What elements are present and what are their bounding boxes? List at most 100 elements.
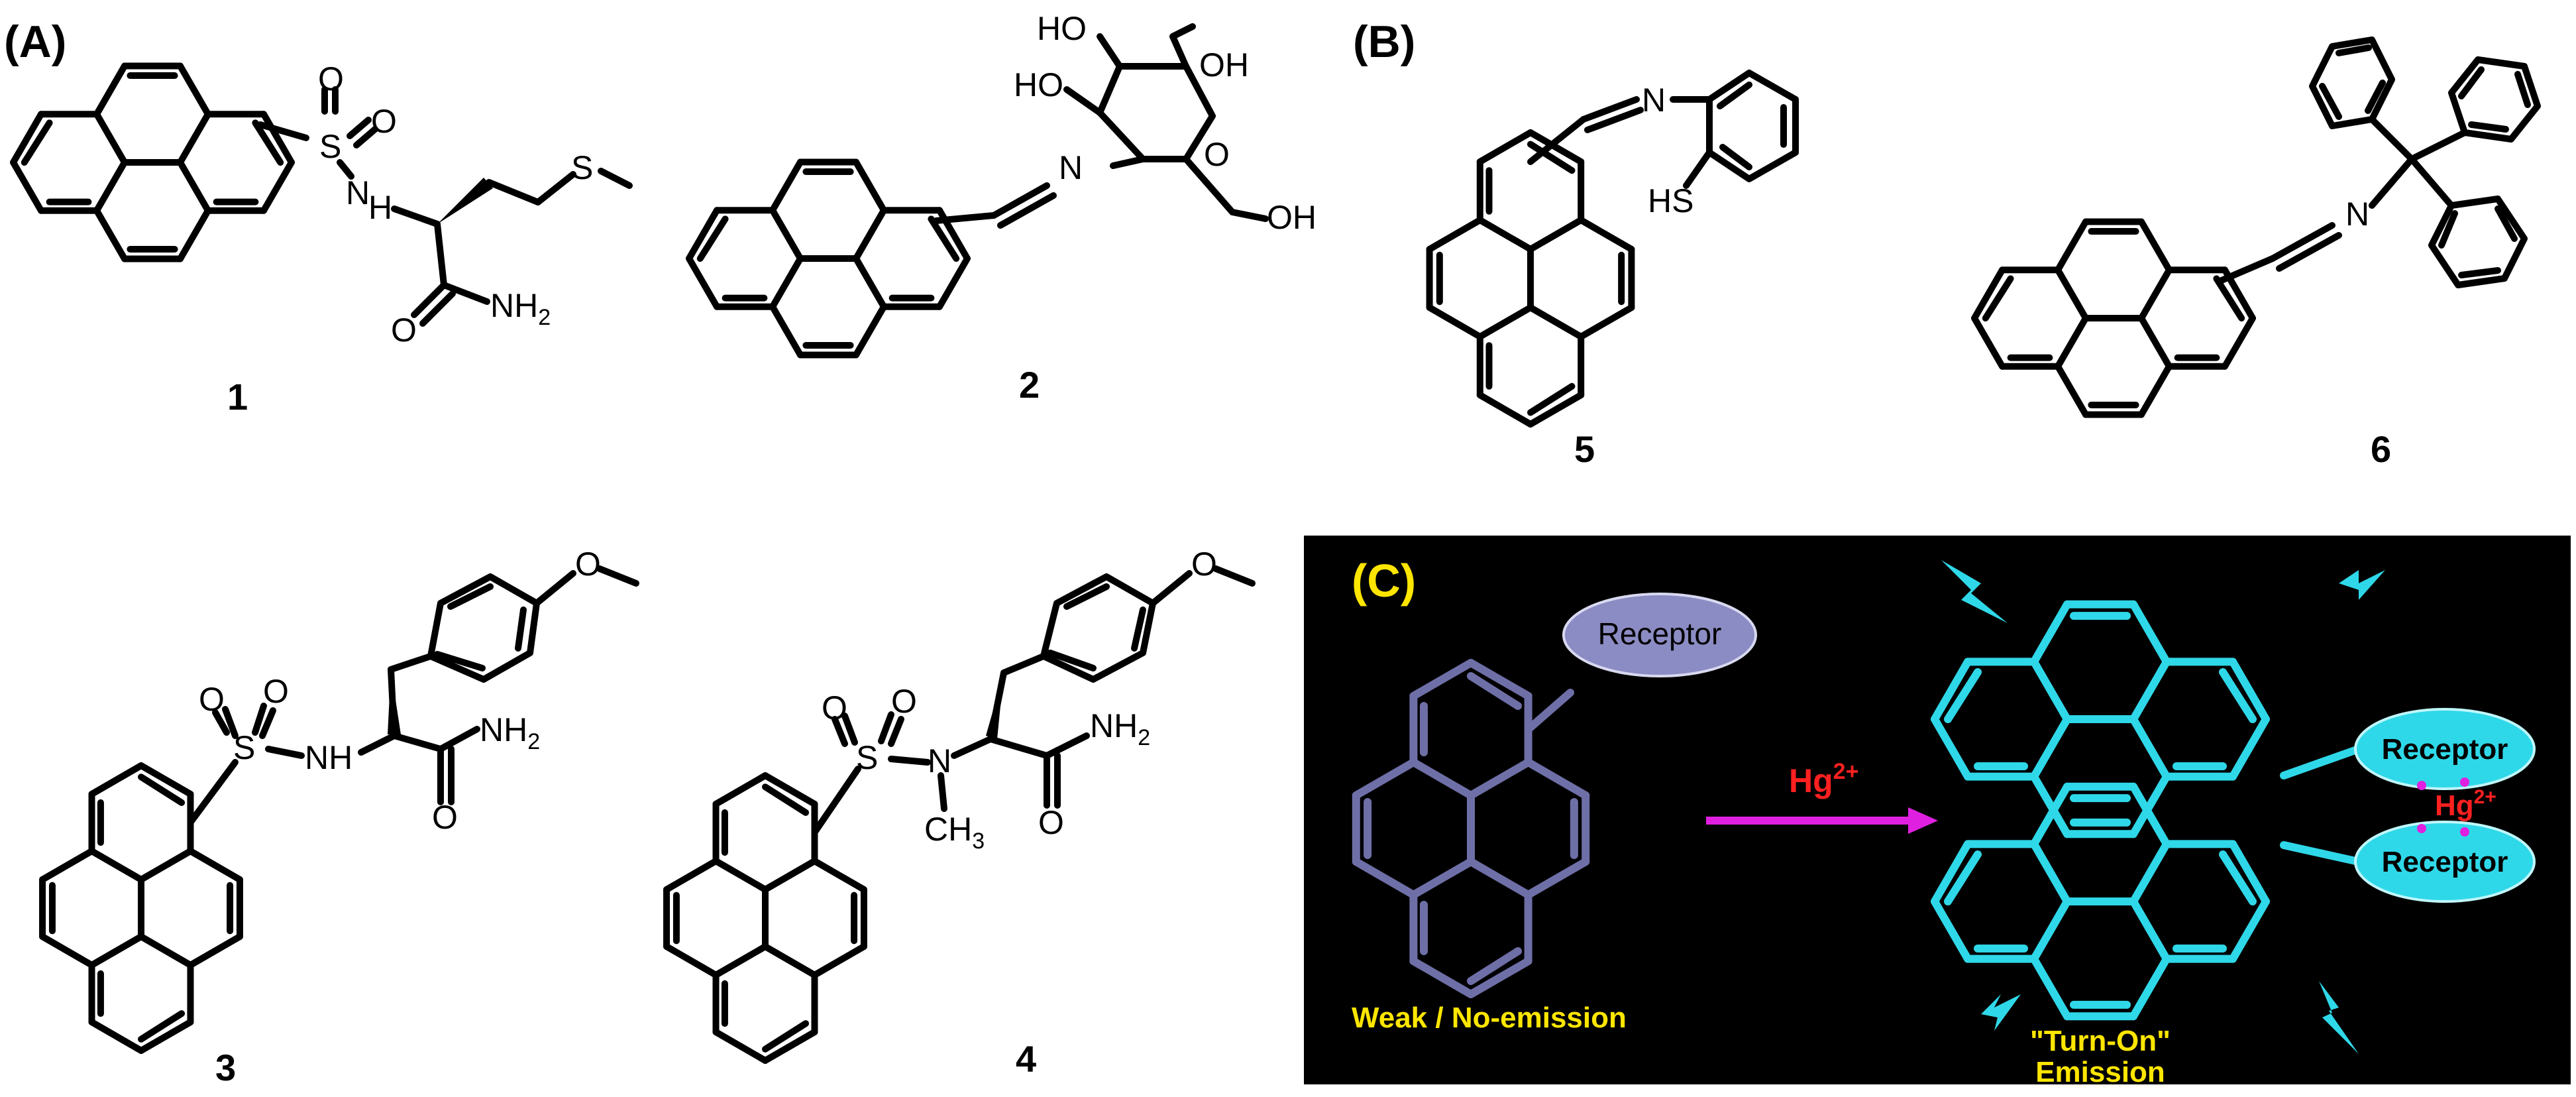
compound-5-structure — [1426, 70, 1799, 428]
turn-on-caption-line2: Emission — [2035, 1056, 2165, 1088]
emission-spark-icons — [1941, 560, 2385, 1054]
atom-nh2-3: NH2 — [480, 711, 540, 754]
atom-n-2: N — [1059, 149, 1083, 186]
ring-double-bond — [762, 783, 810, 816]
ring-bond — [853, 255, 887, 310]
ring-bond — [1352, 758, 1418, 799]
ring-bond — [2055, 266, 2089, 321]
atom-o-4d: O — [1191, 546, 1217, 583]
ring-bond — [177, 159, 211, 214]
turn-on-caption-line1: "Turn-On" — [2030, 1025, 2171, 1057]
ring-bond — [138, 762, 194, 797]
ring-bond — [93, 159, 128, 214]
compound-4-structure — [663, 565, 1256, 1064]
complex-pyrene-dimer — [1931, 600, 2363, 1021]
ring-bond — [686, 207, 720, 262]
ring-bond — [762, 858, 818, 893]
panel-label-c: (C) — [1352, 555, 1416, 606]
ring-bond — [1352, 858, 1418, 899]
binding-arrow — [1706, 807, 1938, 834]
atom-o-1c: O — [391, 312, 417, 349]
receptor-bubble-bottom — [2354, 821, 2536, 903]
ring-bond — [769, 158, 804, 214]
atom-o-1a: O — [318, 60, 344, 97]
ring-bond — [769, 207, 804, 262]
compound-number-3: 3 — [215, 1047, 236, 1088]
free-probe-pyrene — [1352, 659, 1590, 998]
panel-label-b: (B) — [1353, 17, 1415, 67]
ring-double-bond — [2219, 850, 2257, 905]
ring-double-bond — [1527, 141, 1576, 174]
spark-icon — [2339, 570, 2385, 600]
ring-bond — [663, 943, 720, 978]
receptor-label-top: Receptor — [2382, 733, 2508, 766]
ring-bond — [93, 207, 128, 262]
atom-s-3: S — [233, 729, 255, 766]
ring-bond — [138, 1019, 194, 1054]
atom-o-4c: O — [1038, 804, 1064, 841]
ring-bond — [686, 255, 720, 310]
atom-h-1: H — [368, 189, 392, 226]
coordination-dots — [2417, 778, 2469, 837]
ring-bond — [762, 943, 818, 978]
ring-double-bond — [21, 119, 53, 166]
compound-3-structure — [39, 565, 639, 1054]
ring-bond — [1467, 957, 1532, 998]
atom-s-4: S — [856, 739, 878, 776]
receptor-bubble-free — [1562, 593, 1757, 677]
compound-number-2: 2 — [1019, 364, 1040, 406]
hg-ion-label-arrow: Hg2+ — [1789, 759, 1858, 799]
ring-double-bond — [252, 119, 284, 166]
compound-1-structure — [10, 62, 633, 327]
atom-oh-2a: OH — [1199, 46, 1249, 84]
atom-s-1b: S — [571, 149, 593, 186]
ring-bond — [1476, 217, 1534, 253]
ring-bond — [2129, 658, 2171, 723]
atom-n-1: N — [346, 174, 370, 211]
panel-c-background — [1304, 536, 2571, 1084]
ring-bond — [177, 111, 211, 166]
ring-bond — [138, 933, 194, 968]
receptor-label-free: Receptor — [1598, 616, 1722, 651]
ring-bond — [1931, 715, 1972, 781]
ring-bond — [769, 255, 804, 310]
ring-bond — [762, 1029, 818, 1064]
ring-double-bond — [138, 774, 186, 806]
ring-bond — [936, 255, 971, 310]
atom-ho-2a: HO — [1037, 10, 1087, 47]
atom-nh2-4: NH2 — [1090, 707, 1150, 750]
stereo-hash-4 — [986, 673, 1004, 739]
compound-number-6: 6 — [2371, 428, 2391, 470]
spark-icon — [2319, 981, 2359, 1054]
ring-bond — [2055, 218, 2089, 274]
ring-bond — [663, 858, 720, 893]
ring-bond — [88, 848, 144, 883]
stereo-wedge-1 — [437, 178, 493, 224]
atom-o-4a: O — [822, 689, 847, 726]
panel-label-a: (A) — [4, 17, 66, 67]
ring-bond — [2138, 363, 2173, 418]
ring-bond — [1931, 840, 1972, 905]
ring-bond — [187, 933, 243, 968]
atom-hs-5: HS — [1648, 182, 1693, 219]
ring-bond — [2138, 266, 2173, 321]
ring-bond — [1426, 304, 1483, 340]
ring-double-bond — [1982, 275, 2014, 321]
ring-bond — [2222, 315, 2256, 370]
atom-o-1b: O — [371, 103, 397, 140]
panel-c: (C) Receptor Weak / No-emission Hg2+ Rec… — [1304, 536, 2571, 1088]
atom-o-4b: O — [891, 683, 917, 720]
ring-bond — [811, 858, 867, 893]
ring-bond — [1476, 392, 1534, 428]
ring-double-bond — [696, 215, 729, 262]
ring-bond — [1524, 758, 1590, 799]
ring-bond — [1426, 217, 1483, 253]
ring-bond — [712, 858, 769, 893]
ring-bond — [177, 207, 211, 262]
compound-6-structure — [1971, 36, 2541, 418]
atom-o-3d: O — [575, 546, 601, 583]
compound-number-4: 4 — [1016, 1038, 1036, 1080]
compound-number-1: 1 — [227, 376, 248, 418]
